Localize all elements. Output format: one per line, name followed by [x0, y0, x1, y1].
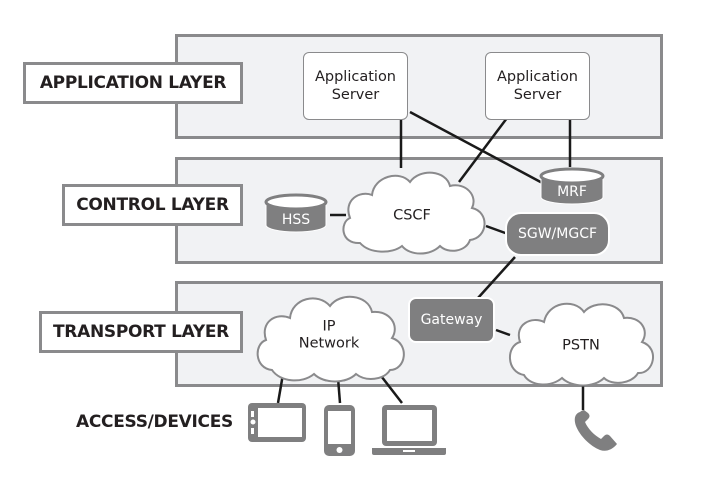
application-server-2: Application Server	[485, 52, 590, 120]
ip-network-cloud	[256, 296, 405, 383]
cscf-label: CSCF	[393, 207, 431, 224]
hss-label: HSS	[281, 212, 311, 228]
connector-cscf-sgw	[485, 224, 509, 236]
ip-network-label: IP Network	[299, 319, 360, 354]
gateway-node: Gateway	[408, 297, 495, 343]
application-server-2-line2: Server	[513, 87, 562, 103]
pstn-label: PSTN	[562, 337, 600, 354]
sgw-mgcf-node: SGW/MGCF	[505, 212, 610, 256]
connector-as1-mrf	[409, 110, 549, 188]
ip-network-line1: IP	[322, 318, 336, 335]
control-layer-label: CONTROL LAYER	[62, 184, 243, 226]
tablet-icon	[248, 403, 306, 442]
application-server-2-line1: Application	[496, 68, 579, 85]
mrf-label: MRF	[557, 184, 587, 200]
pstn-cloud	[509, 302, 654, 387]
connector-sgw-gateway	[477, 256, 516, 299]
smartphone-icon	[324, 405, 355, 456]
application-layer-label: APPLICATION LAYER	[23, 62, 243, 104]
application-server-1-line1: Application	[314, 68, 397, 85]
laptop-icon	[372, 405, 446, 455]
application-server-1-line2: Server	[331, 87, 380, 103]
transport-layer-label: TRANSPORT LAYER	[39, 311, 243, 353]
connector-as2-cscf	[458, 117, 508, 183]
hss-cylinder	[264, 193, 328, 233]
application-server-1: Application Server	[303, 52, 408, 120]
connector-gateway-pstn	[495, 328, 511, 337]
ip-network-line2: Network	[298, 336, 360, 352]
access-devices-label: ACCESS/DEVICES	[76, 412, 233, 432]
cscf-cloud	[342, 171, 486, 255]
mrf-cylinder	[539, 167, 605, 205]
telephone-handset-icon	[574, 410, 617, 451]
